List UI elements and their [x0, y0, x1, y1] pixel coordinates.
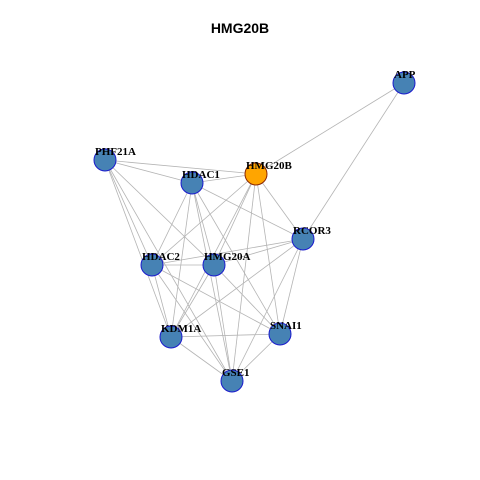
- edge-layer: [104, 82, 405, 382]
- node-label-hmg20a: HMG20A: [204, 251, 250, 263]
- edge-phf21a-hdac2: [104, 159, 153, 266]
- edge-hdac1-hmg20a: [191, 182, 215, 266]
- edge-app-rcor3: [302, 82, 405, 240]
- node-label-kdm1a: KDM1A: [161, 323, 201, 335]
- node-label-rcor3: RCOR3: [293, 225, 331, 237]
- edge-hmg20b-gse1: [231, 173, 257, 382]
- node-label-gse1: GSE1: [222, 367, 250, 379]
- edge-phf21a-hdac1: [104, 159, 193, 184]
- edge-hdac1-gse1: [191, 182, 233, 382]
- node-phf21a: [93, 148, 117, 172]
- edge-hdac2-snai1: [151, 264, 281, 335]
- edge-phf21a-gse1: [104, 159, 233, 382]
- node-label-snai1: SNAI1: [270, 320, 302, 332]
- edge-rcor3-hmg20a: [213, 238, 304, 266]
- node-label-hdac2: HDAC2: [142, 251, 180, 263]
- node-hdac1: [180, 171, 204, 195]
- edge-phf21a-hmg20b: [104, 159, 257, 175]
- edge-rcor3-hdac2: [151, 238, 304, 266]
- node-gse1: [220, 369, 244, 393]
- node-label-phf21a: PHF21A: [95, 146, 136, 158]
- edge-rcor3-kdm1a: [170, 238, 304, 338]
- edge-hmg20b-snai1: [255, 173, 281, 335]
- edge-phf21a-hmg20a: [104, 159, 215, 266]
- edge-hdac2-gse1: [151, 264, 233, 382]
- node-label-app: APP: [394, 69, 416, 81]
- node-hdac2: [140, 253, 164, 277]
- node-label-hdac1: HDAC1: [182, 169, 220, 181]
- edge-hmg20a-gse1: [213, 264, 233, 382]
- node-snai1: [268, 322, 292, 346]
- edge-hmg20b-hdac2: [151, 173, 257, 266]
- figure-title: HMG20B: [210, 20, 270, 36]
- edge-app-hmg20b: [255, 82, 405, 175]
- node-label-hmg20b: HMG20B: [246, 160, 292, 172]
- edge-hmg20b-rcor3: [255, 173, 304, 240]
- edge-phf21a-kdm1a: [104, 159, 172, 338]
- edge-rcor3-snai1: [279, 238, 304, 335]
- node-kdm1a: [159, 325, 183, 349]
- edge-kdm1a-snai1: [170, 333, 281, 338]
- edge-hdac1-hdac2: [151, 182, 193, 266]
- edge-kdm1a-gse1: [170, 336, 233, 382]
- edge-rcor3-gse1: [231, 238, 304, 382]
- edge-hdac1-rcor3: [191, 182, 304, 240]
- node-layer: [93, 71, 416, 393]
- edge-hmg20a-snai1: [213, 264, 281, 335]
- node-hmg20a: [202, 253, 226, 277]
- edge-hmg20a-kdm1a: [170, 264, 215, 338]
- node-hmg20b: [244, 162, 268, 186]
- node-app: [392, 71, 416, 95]
- edge-hdac2-kdm1a: [151, 264, 172, 338]
- edge-hmg20b-hmg20a: [213, 173, 257, 266]
- node-rcor3: [291, 227, 315, 251]
